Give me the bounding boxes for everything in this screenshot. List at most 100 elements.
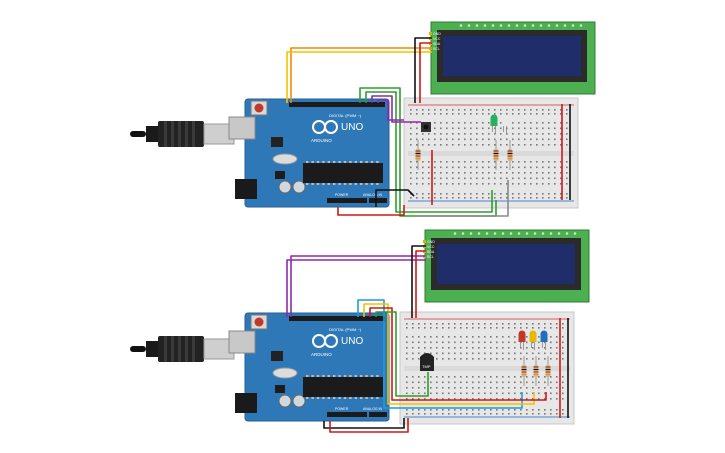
wire-lcd-gnd[interactable]: [414, 37, 432, 103]
wire-scl[interactable]: [286, 259, 426, 317]
wire-led-white[interactable]: [416, 180, 509, 217]
chip-pin: [316, 375, 320, 377]
wire-gnd[interactable]: [375, 189, 415, 207]
regulator: [275, 171, 285, 179]
resistor-band: [521, 366, 527, 368]
usb-plug-grip: [164, 121, 167, 147]
chip-pin: [360, 183, 363, 185]
wire-led-green[interactable]: [359, 87, 497, 217]
lcd-hole: [573, 232, 577, 235]
chip-pin: [311, 397, 314, 399]
chip-pin: [343, 161, 347, 163]
lcd-pin: [423, 240, 426, 243]
lcd-hole: [525, 232, 529, 235]
chip-pin: [306, 397, 309, 399]
resistor-band: [545, 373, 551, 376]
wire-sda[interactable]: [290, 255, 426, 317]
lcd-hole: [565, 232, 569, 235]
chip-pin: [338, 375, 341, 377]
lcd-hole: [453, 232, 457, 235]
chip-pin: [349, 161, 352, 163]
capacitor: [278, 180, 292, 194]
lcd-hole: [579, 24, 583, 27]
wire-lcd-vcc[interactable]: [419, 42, 432, 103]
lcd-hole: [483, 24, 487, 27]
chip-pin: [338, 397, 341, 399]
resistor-band: [507, 155, 513, 157]
wire-lcd-vcc[interactable]: [415, 250, 426, 318]
wire-tmp-signal[interactable]: [375, 311, 429, 397]
resistor-band: [493, 152, 499, 155]
lcd-hole: [515, 24, 519, 27]
wire-led-green-2[interactable]: [365, 91, 493, 213]
lcd-hole: [477, 232, 481, 235]
digital-header: [289, 102, 385, 107]
reset-button[interactable]: [254, 103, 264, 113]
wire-button-2[interactable]: [377, 99, 404, 121]
led-green[interactable]: [490, 118, 498, 126]
chip-pin: [333, 375, 336, 377]
usb-plug-grip: [164, 336, 167, 362]
chip-pin: [338, 183, 341, 185]
wire-led-blue[interactable]: [357, 299, 523, 409]
led-red[interactable]: [518, 334, 526, 342]
wire-button[interactable]: [371, 95, 421, 123]
reset-button[interactable]: [254, 317, 264, 327]
led-yellow[interactable]: [529, 334, 537, 342]
analog-header: [369, 412, 387, 417]
lcd-hole: [555, 24, 559, 27]
board-model: UNO: [341, 122, 363, 133]
chip-pin: [311, 161, 314, 163]
lcd-hole: [461, 232, 465, 235]
crystal: [272, 153, 298, 165]
wire-scl[interactable]: [286, 51, 432, 103]
usb-jack: [228, 116, 256, 140]
wire-led-yellow[interactable]: [363, 303, 535, 405]
resistor-band: [545, 366, 551, 368]
pushbutton-cap[interactable]: [423, 124, 429, 130]
chip-pin: [354, 375, 357, 377]
chip-pin: [311, 375, 314, 377]
usb-cable-end: [130, 131, 146, 137]
lcd-hole: [499, 24, 503, 27]
chip-pin: [376, 161, 379, 163]
chip-pin: [354, 183, 357, 185]
tmp-sensor-top: [420, 353, 434, 357]
led-blue[interactable]: [540, 334, 548, 342]
chip-pin: [327, 397, 330, 399]
lcd-hole: [541, 232, 545, 235]
wire-led-red[interactable]: [369, 307, 547, 401]
led-white[interactable]: [501, 118, 509, 126]
wire-5v[interactable]: [337, 205, 405, 216]
led-white-dome: [501, 114, 509, 122]
regulator: [275, 385, 285, 393]
resistor-band: [533, 373, 539, 376]
chip-pin: [370, 397, 374, 399]
chip-pin: [322, 183, 325, 185]
wire-5v[interactable]: [329, 418, 409, 433]
usb-chip: [271, 137, 283, 147]
lcd-hole: [493, 232, 497, 235]
lcd-pin-label: VCC: [427, 245, 435, 249]
analog-label: ANALOG IN: [363, 407, 383, 411]
usb-plug-grip: [178, 336, 181, 362]
lcd-pin-label: SDA: [433, 42, 441, 46]
chip-pin: [311, 183, 314, 185]
lcd-hole: [571, 24, 575, 27]
chip-pin: [306, 375, 309, 377]
resistor-band: [533, 371, 539, 373]
resistor-band: [521, 373, 527, 376]
tmp-sensor[interactable]: [420, 357, 434, 371]
usb-plug-grip: [185, 336, 188, 362]
chip-pin: [343, 375, 347, 377]
wire-gnd[interactable]: [323, 418, 405, 429]
lcd-screen: [443, 36, 581, 76]
lcd-hole: [563, 24, 567, 27]
lcd-pin-label: GND: [433, 32, 441, 36]
lcd-hole: [557, 232, 561, 235]
wire-lcd-gnd[interactable]: [411, 245, 426, 318]
wire-sda[interactable]: [290, 47, 432, 103]
chip-pin: [354, 161, 357, 163]
lcd-hole: [509, 232, 513, 235]
